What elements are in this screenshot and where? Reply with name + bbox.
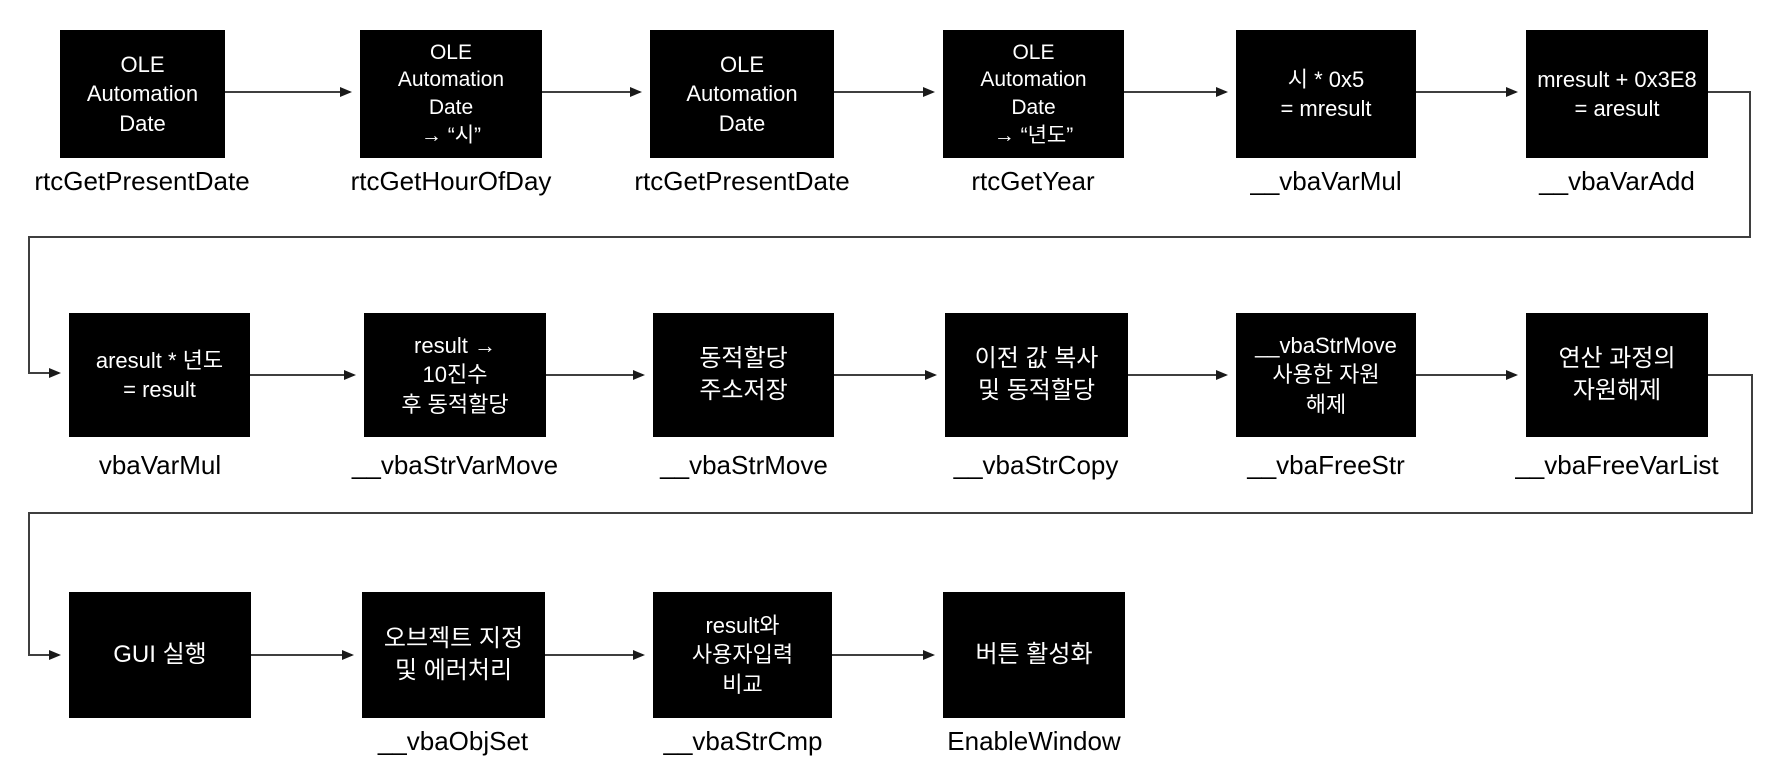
api-label-enablewindow: EnableWindow bbox=[947, 726, 1121, 756]
api-label-vbaobjset: __vbaObjSet bbox=[377, 726, 529, 756]
flow-box-freestr: __vbaStrMove 사용한 자원 해제 bbox=[1236, 313, 1416, 437]
api-label-vbastrcmp: __vbaStrCmp bbox=[663, 726, 823, 756]
api-label-rtcgetpresentdate-1: rtcGetPresentDate bbox=[34, 166, 250, 196]
flow-box-strvarmove: result → 10진수 후 동적할당 bbox=[364, 313, 546, 437]
api-label-vbavarmul-1: __vbaVarMul bbox=[1250, 166, 1402, 196]
api-label-rtcgethourofday: rtcGetHourOfDay bbox=[350, 166, 552, 196]
flow-box-vbavarmul-calc: 시 * 0x5 = mresult bbox=[1236, 30, 1416, 158]
flow-box-gui-run: GUI 실행 bbox=[69, 592, 251, 718]
api-label-vbafreestr: __vbaFreeStr bbox=[1247, 450, 1405, 480]
flow-box-rtcgetpresentdate-1: OLE Automation Date bbox=[60, 30, 225, 158]
api-label-vbastrcopy: __vbaStrCopy bbox=[953, 450, 1119, 480]
api-label-vbavarmul-2: vbaVarMul bbox=[98, 450, 222, 480]
api-label-vbastrmove: __vbaStrMove bbox=[660, 450, 828, 480]
flow-box-strmove: 동적할당 주소저장 bbox=[653, 313, 834, 437]
wrap-connector-row2-row3 bbox=[28, 374, 1753, 660]
flow-box-enablewindow: 버튼 활성화 bbox=[943, 592, 1125, 718]
flow-box-rtcgetpresentdate-2: OLE Automation Date bbox=[650, 30, 834, 158]
flow-box-objset: 오브젝트 지정 및 에러처리 bbox=[362, 592, 545, 718]
api-label-rtcgetpresentdate-2: rtcGetPresentDate bbox=[634, 166, 850, 196]
api-label-rtcgetyear: rtcGetYear bbox=[971, 166, 1095, 196]
flow-box-freevarlist: 연산 과정의 자원해제 bbox=[1526, 313, 1708, 437]
api-label-vbafreevarlist: __vbaFreeVarList bbox=[1515, 450, 1719, 480]
flow-box-rtcgetyear: OLE Automation Date → “년도” bbox=[943, 30, 1124, 158]
api-label-vbastrvarmove: __vbaStrVarMove bbox=[351, 450, 559, 480]
flow-box-vbavaradd-calc: mresult + 0x3E8 = aresult bbox=[1526, 30, 1708, 158]
flow-box-strcopy: 이전 값 복사 및 동적할당 bbox=[945, 313, 1128, 437]
flow-box-rtcgethourofday: OLE Automation Date → “시” bbox=[360, 30, 542, 158]
flow-box-aresult-mul: aresult * 년도 = result bbox=[69, 313, 250, 437]
api-label-vbavaradd: __vbaVarAdd bbox=[1539, 166, 1695, 196]
wrap-connector-row1-row2 bbox=[28, 91, 1751, 378]
flow-box-strcmp: result와 사용자입력 비교 bbox=[653, 592, 832, 718]
